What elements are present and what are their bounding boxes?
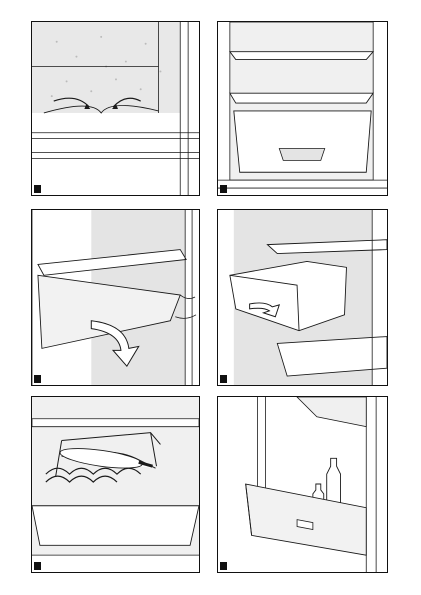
figure-marker: [220, 375, 227, 383]
remove-drawer-drawing: [218, 210, 387, 385]
figure-marker: [34, 375, 41, 383]
wine-rack-drawing: [32, 397, 199, 572]
door-shelf-drawing: [218, 397, 387, 572]
illustration-panel-door-shelf: [217, 396, 388, 573]
figure-marker: [220, 562, 227, 570]
illustration-panel-remove-drawer: [217, 209, 388, 386]
figure-marker: [34, 562, 41, 570]
shelves-drawing: [218, 22, 387, 195]
figure-marker: [34, 185, 41, 193]
illustration-panel-remove-shelf: [31, 209, 200, 386]
defrost-drain-drawing: [32, 22, 199, 195]
remove-shelf-drawing: [32, 210, 199, 385]
illustration-panel-wine-rack: [31, 396, 200, 573]
illustration-panel-shelves: [217, 21, 388, 196]
figure-marker: [220, 185, 227, 193]
illustration-panel-defrost-drain: [31, 21, 200, 196]
